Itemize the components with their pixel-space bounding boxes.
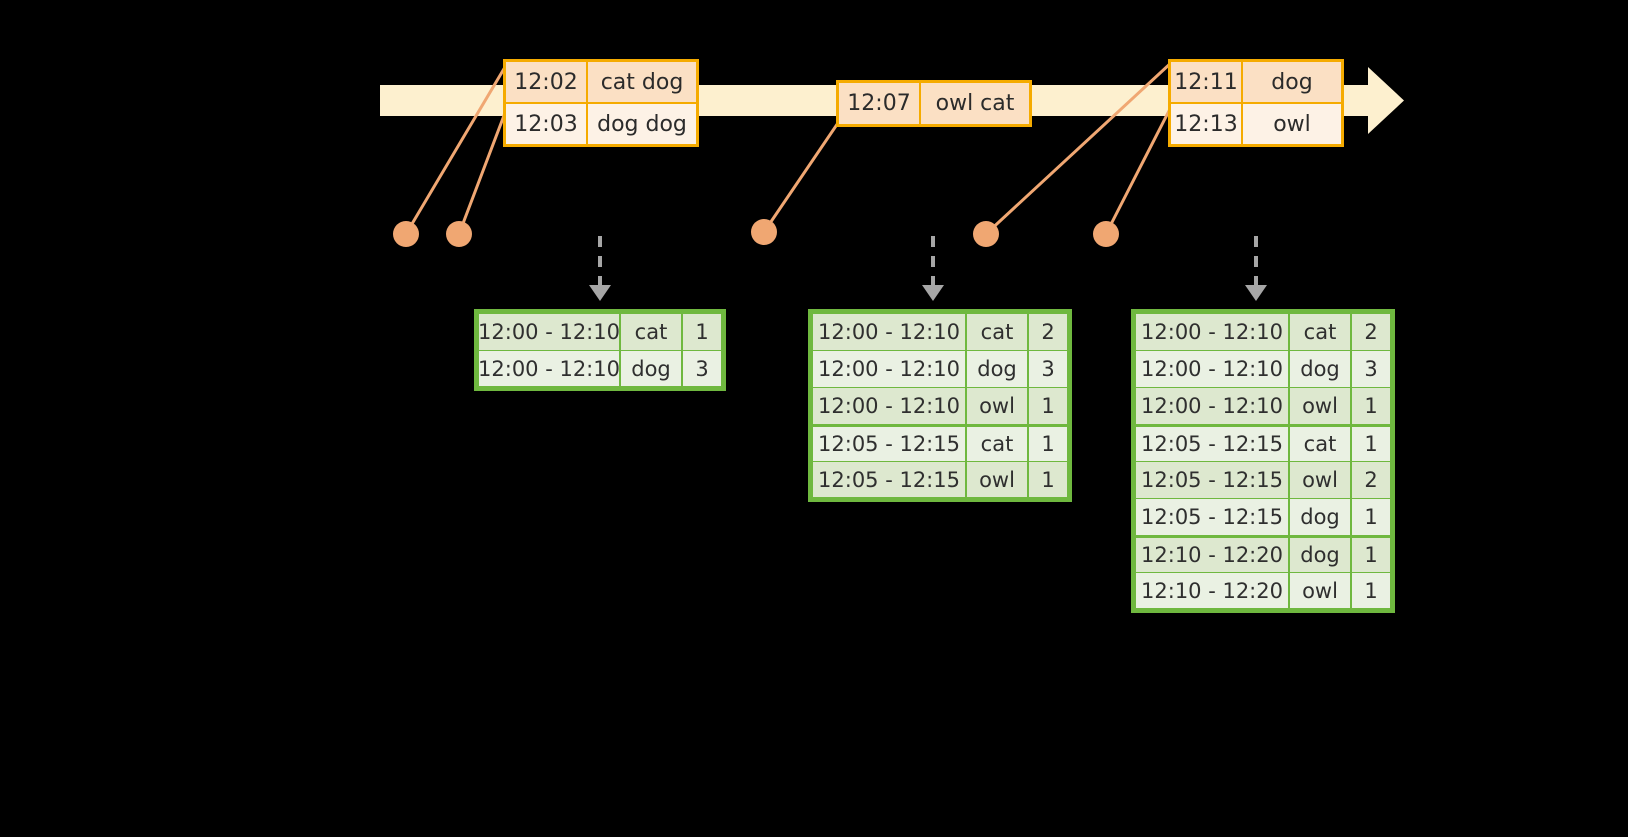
result-word: dog: [1290, 538, 1350, 572]
result-word: owl: [1290, 388, 1350, 424]
result-word: owl: [1290, 462, 1350, 498]
result-count: 1: [683, 314, 721, 350]
result-window: 12:00 - 12:10: [813, 351, 965, 387]
result-word: dog: [1290, 499, 1350, 535]
result-window: 12:00 - 12:10: [1136, 388, 1288, 424]
event-timestamp: 12:07: [839, 83, 921, 124]
result-count: 3: [1029, 351, 1067, 387]
marker-dot-12-13: [1093, 221, 1119, 247]
event-timestamp: 12:03: [506, 104, 588, 144]
result-word: cat: [967, 314, 1027, 350]
result-count: 2: [1029, 314, 1067, 350]
result-window: 12:00 - 12:10: [1136, 314, 1288, 350]
event-words: owl cat: [921, 83, 1029, 124]
result-count: 1: [1352, 388, 1390, 424]
result-word: dog: [967, 351, 1027, 387]
result-count: 2: [1352, 314, 1390, 350]
result-word: owl: [1290, 573, 1350, 608]
result-count: 1: [1352, 499, 1390, 535]
result-window: 12:00 - 12:10: [478, 314, 620, 350]
result-window: 12:05 - 12:15: [813, 462, 965, 497]
result-count: 1: [1029, 462, 1067, 497]
result-word: cat: [1290, 314, 1350, 350]
marker-dot-12-07: [751, 219, 777, 245]
result-word: cat: [621, 314, 681, 350]
result-window: 12:05 - 12:15: [1136, 462, 1288, 498]
result-window: 12:05 - 12:15: [1136, 499, 1288, 535]
emit-arrow-head-1: [589, 285, 611, 301]
result-word: owl: [967, 462, 1027, 497]
marker-dot-12-11: [973, 221, 999, 247]
event-words: cat dog: [588, 62, 696, 102]
result-word: owl: [967, 388, 1027, 424]
result-count: 1: [1352, 427, 1390, 461]
result-count: 1: [1029, 427, 1067, 461]
connector-line-1: [404, 60, 510, 236]
result-window: 12:05 - 12:15: [813, 427, 965, 461]
event-words: owl: [1243, 104, 1341, 144]
result-count: 3: [1352, 351, 1390, 387]
result-window: 12:10 - 12:20: [1136, 573, 1288, 608]
event-timestamp: 12:02: [506, 62, 588, 102]
result-window: 12:00 - 12:10: [813, 314, 965, 350]
result-window: 12:00 - 12:10: [478, 351, 620, 386]
event-timestamp: 12:13: [1171, 104, 1243, 144]
marker-dot-12-02: [393, 221, 419, 247]
result-count: 3: [683, 351, 721, 386]
result-window: 12:05 - 12:15: [1136, 427, 1288, 461]
result-word: dog: [621, 351, 681, 386]
emit-arrow-head-2: [922, 285, 944, 301]
result-count: 1: [1352, 538, 1390, 572]
result-word: cat: [967, 427, 1027, 461]
result-count: 1: [1029, 388, 1067, 424]
connector-line-2: [457, 103, 510, 236]
result-window: 12:10 - 12:20: [1136, 538, 1288, 572]
result-count: 1: [1352, 573, 1390, 608]
result-window: 12:00 - 12:10: [813, 388, 965, 424]
emit-arrow-head-3: [1245, 285, 1267, 301]
marker-dot-12-03: [446, 221, 472, 247]
connector-line-5: [1104, 103, 1174, 236]
event-timestamp: 12:11: [1171, 62, 1243, 102]
result-count: 2: [1352, 462, 1390, 498]
result-word: cat: [1290, 427, 1350, 461]
event-words: dog dog: [588, 104, 696, 144]
event-words: dog: [1243, 62, 1341, 102]
result-window: 12:00 - 12:10: [1136, 351, 1288, 387]
connector-line-3: [762, 118, 842, 234]
result-word: dog: [1290, 351, 1350, 387]
